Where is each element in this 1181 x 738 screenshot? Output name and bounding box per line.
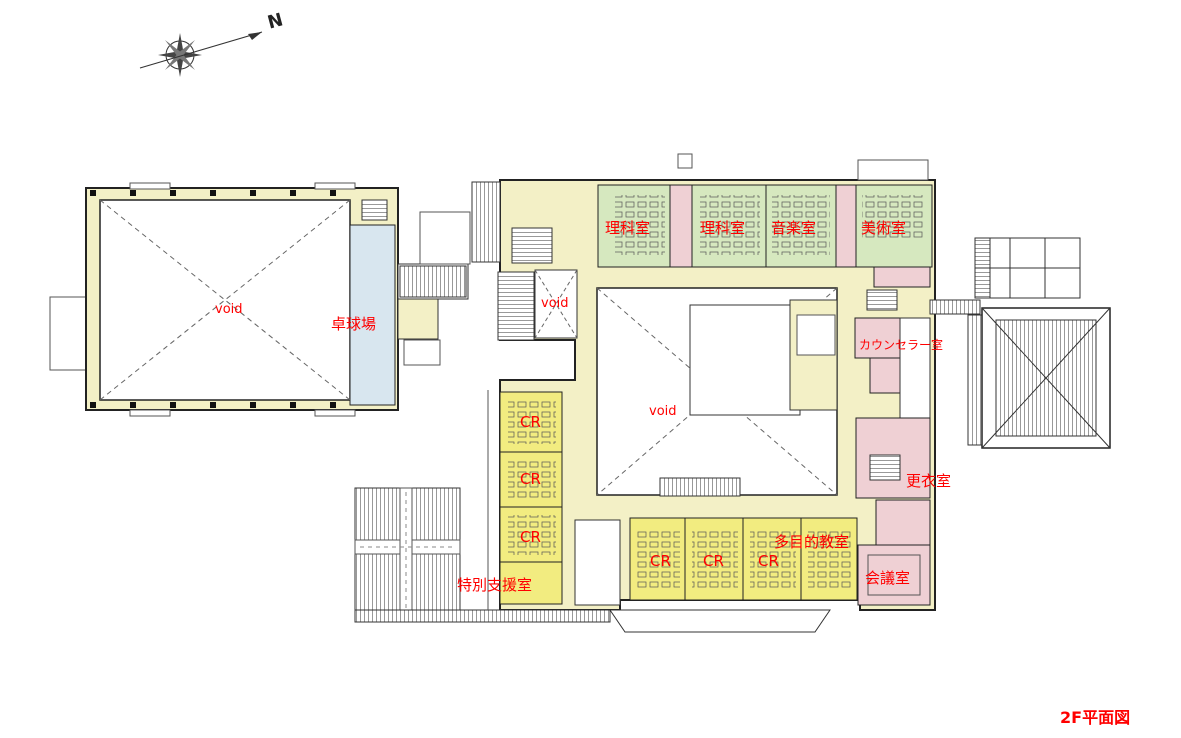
main-building	[419, 153, 936, 633]
classroom-label: CR	[650, 552, 671, 570]
compass-rose-icon	[139, 31, 263, 77]
outdoor-area	[354, 390, 611, 623]
art-room-label: 美術室	[861, 219, 907, 237]
classroom-label: CR	[758, 552, 779, 570]
changing-room-label: 更衣室	[906, 472, 952, 490]
music-room-label: 音楽室	[771, 219, 817, 237]
classroom-label: CR	[703, 552, 724, 570]
classroom-label: CR	[520, 528, 541, 546]
special-support-room-label: 特別支援室	[457, 576, 533, 594]
classroom-label: CR	[520, 470, 541, 488]
table-tennis-label: 卓球場	[331, 315, 377, 333]
classroom-label: CR	[520, 413, 541, 431]
gym-void-label: void	[215, 302, 243, 317]
small-void-label: void	[541, 296, 569, 311]
east-pavilion	[929, 237, 1111, 449]
science-room-1-label: 理科室	[605, 219, 651, 237]
meeting-room-label: 会議室	[865, 569, 911, 587]
gymnasium	[49, 182, 399, 417]
bridge	[397, 263, 469, 366]
plan-title: 2F平面図	[1060, 708, 1131, 727]
counselor-room-label: カウンセラー室	[859, 338, 944, 352]
multipurpose-room-label: 多目的教室	[774, 533, 850, 551]
courtyard-void-label: void	[649, 404, 677, 419]
science-room-2-label: 理科室	[700, 219, 746, 237]
